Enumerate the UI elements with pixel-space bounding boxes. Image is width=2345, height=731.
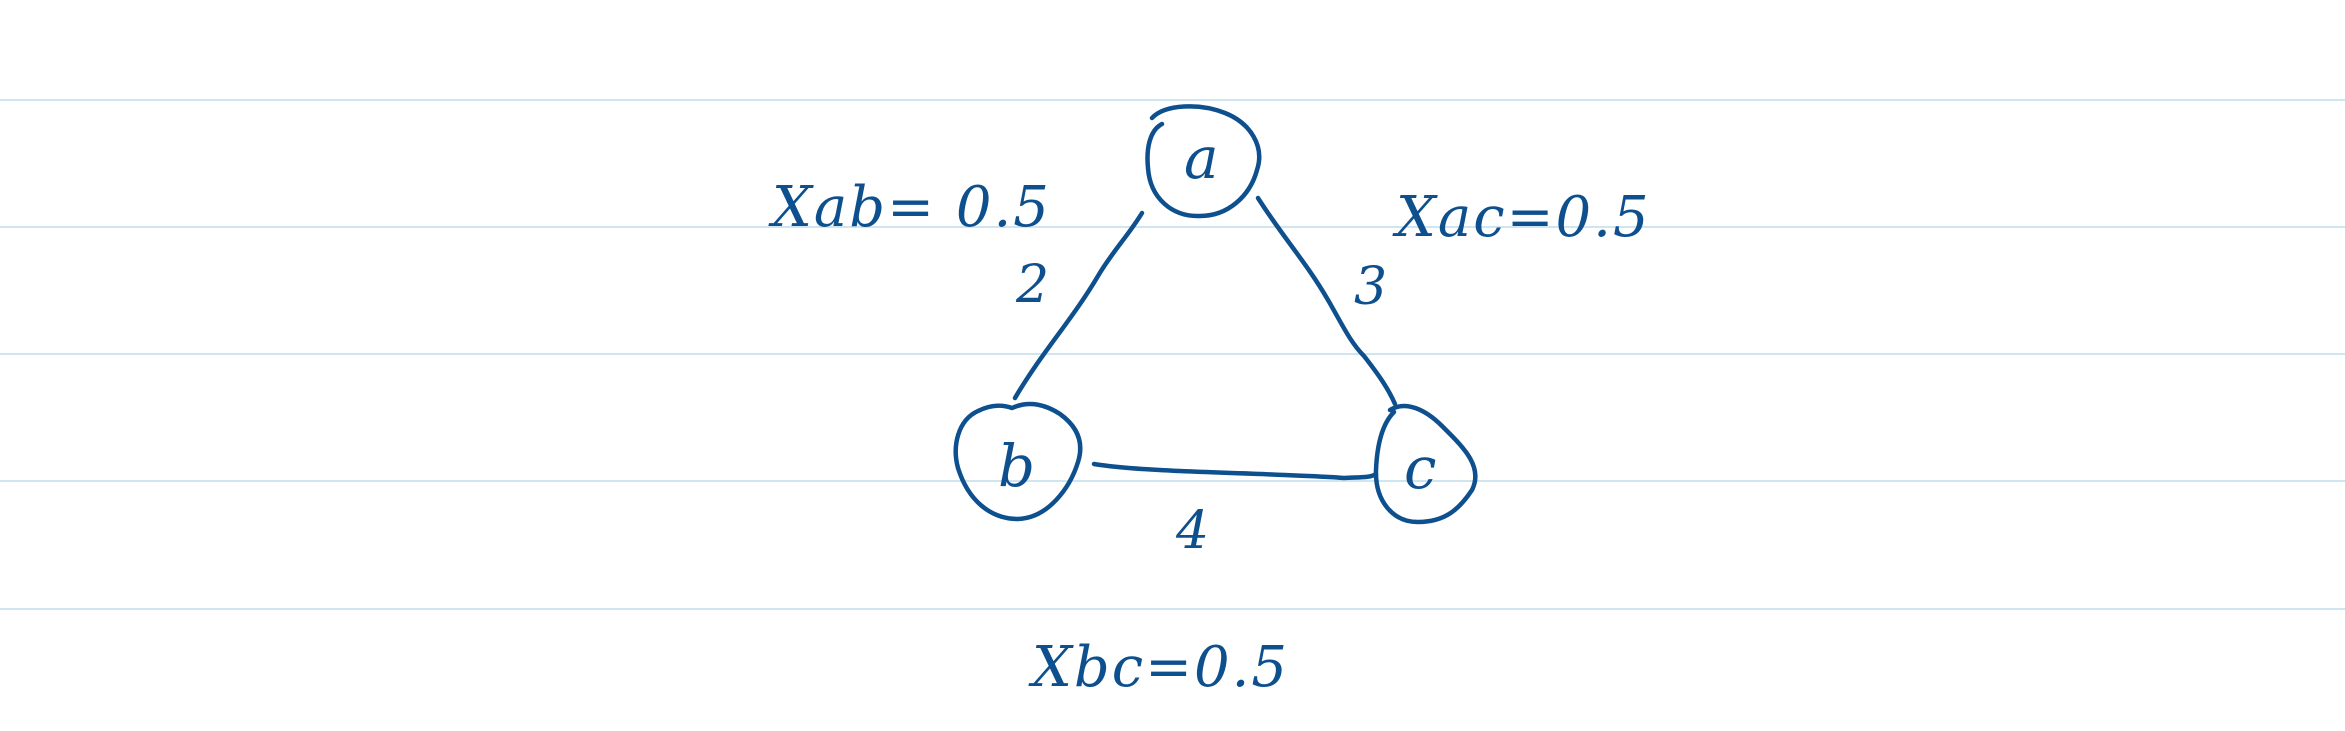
node-c-circle (1373, 403, 1478, 525)
node-b-circle (953, 401, 1083, 522)
ruled-lines (0, 99, 2345, 610)
node-c: c (1373, 403, 1478, 525)
edge-ac (1255, 195, 1398, 407)
node-c-label: c (1404, 434, 1438, 502)
edge-ab-x-label: Xab= 0.5 (768, 175, 1051, 240)
node-a-circle (1145, 104, 1262, 219)
edge-ab-weight: 2 (1015, 255, 1051, 315)
edge-bc-weight: 4 (1175, 501, 1211, 561)
edge-ab (1012, 210, 1145, 401)
edges (1012, 195, 1398, 481)
node-a-label: a (1184, 124, 1221, 192)
edge-ac-x-label: Xac=0.5 (1392, 185, 1651, 250)
node-b-label: b (998, 432, 1037, 500)
edge-bc-x-label: Xbc=0.5 (1028, 635, 1289, 700)
node-b: b (953, 401, 1083, 522)
edge-ac-weight: 3 (1354, 257, 1389, 317)
node-a: a (1145, 104, 1262, 219)
edge-bc (1091, 461, 1379, 481)
